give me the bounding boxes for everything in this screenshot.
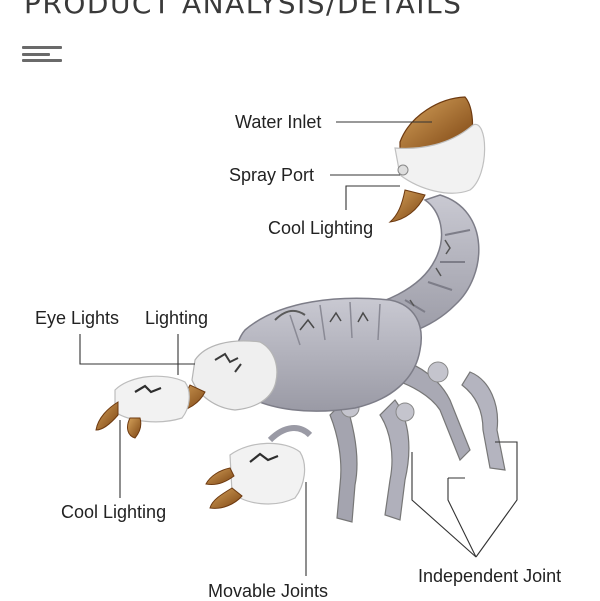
stinger bbox=[388, 96, 486, 223]
label-eye-lights: Eye Lights bbox=[35, 308, 120, 328]
menu-icon[interactable] bbox=[22, 44, 66, 64]
legs bbox=[329, 359, 506, 523]
label-water-inlet: Water Inlet bbox=[235, 112, 322, 132]
page-title: PRODUCT ANALYSIS/DETAILS bbox=[24, 0, 463, 20]
body bbox=[233, 297, 422, 412]
leader-lines bbox=[79, 121, 518, 576]
label-spray-port: Spray Port bbox=[229, 165, 315, 185]
label-cool-lighting-tail: Cool Lighting bbox=[268, 218, 374, 238]
right-claw bbox=[205, 425, 313, 509]
label-lighting: Lighting bbox=[145, 308, 209, 328]
label-independent-joint: Independent Joint bbox=[418, 566, 562, 586]
label-cool-lighting-claw: Cool Lighting bbox=[61, 502, 167, 522]
label-movable-joints: Movable Joints bbox=[208, 581, 329, 601]
left-claw bbox=[95, 375, 190, 439]
